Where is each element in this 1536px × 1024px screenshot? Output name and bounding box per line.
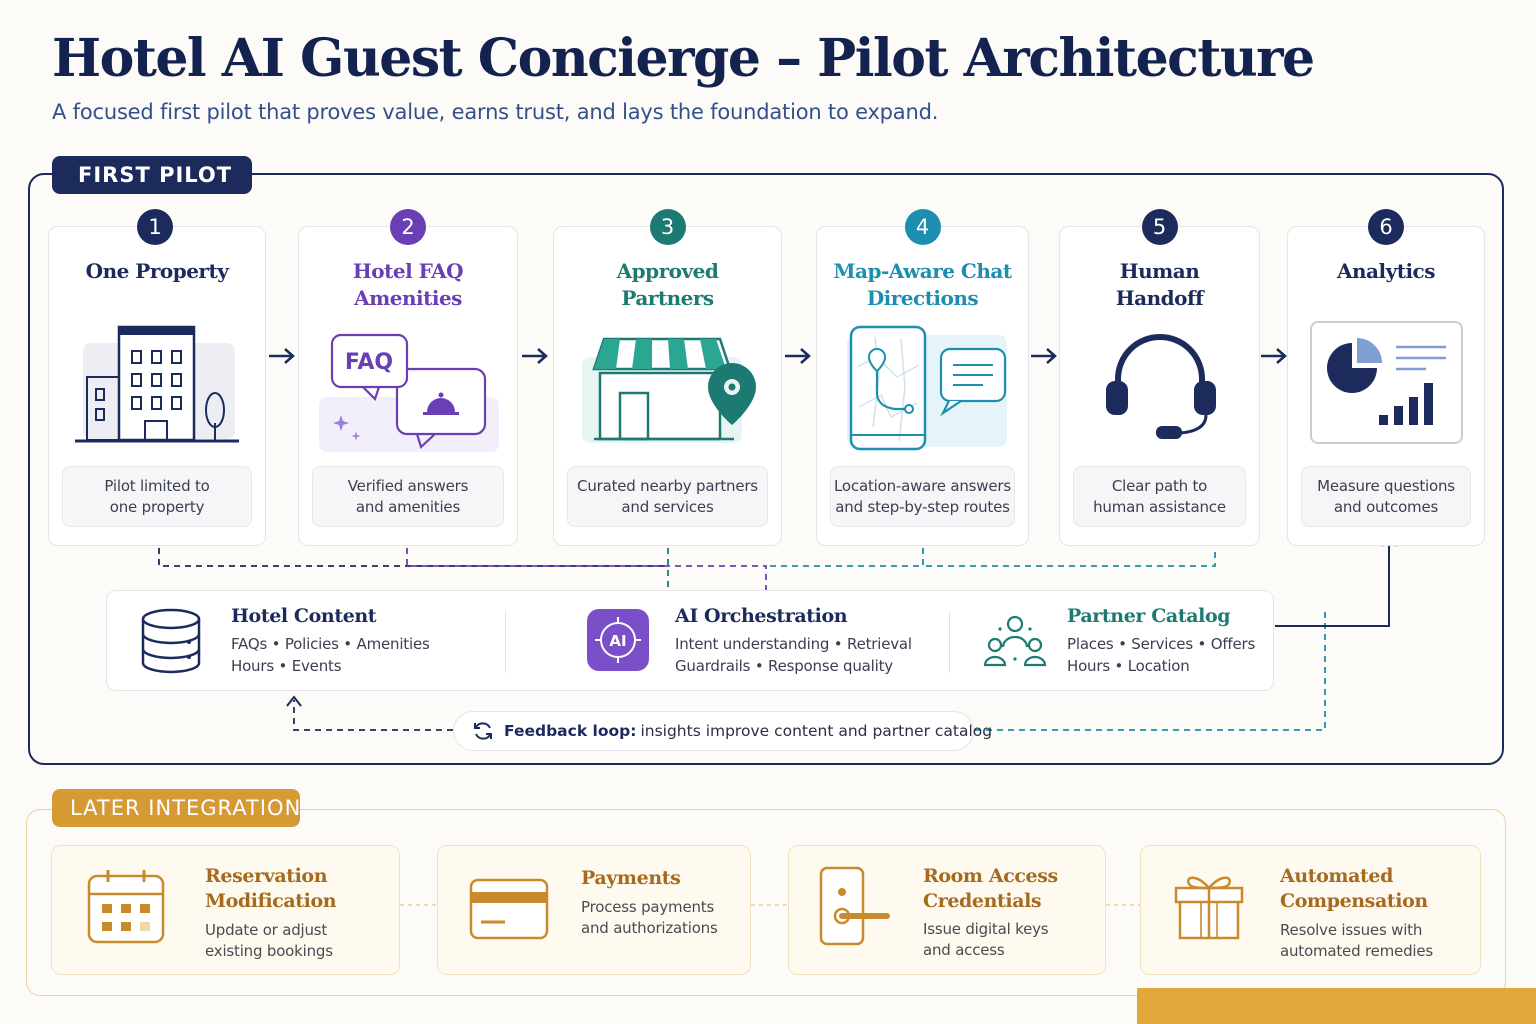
feedback-text: insights improve content and partner cat…: [640, 722, 993, 740]
flow-arrow-5: [1261, 348, 1287, 364]
feedback-loop-pill: Feedback loop: insights improve content …: [453, 711, 992, 751]
later-title-reservation: Reservation Modification: [205, 865, 337, 912]
later-desc-room-access: Issue digital keys and access: [923, 920, 1049, 959]
later-card-room-access: Room Access Credentials Issue digital ke…: [788, 845, 1106, 975]
foundation-line-hotel-content-1: FAQs • Policies • Amenities: [231, 635, 430, 653]
later-integration-section: [26, 809, 1506, 996]
later-title-room-access: Room Access Credentials: [923, 865, 1058, 912]
later-title-compensation: Automated Compensation: [1280, 865, 1428, 912]
step-number-3: 3: [649, 209, 686, 245]
step-title-6: Analytics: [1336, 259, 1436, 283]
step-desc-5: Clear path to human assistance: [1073, 466, 1246, 527]
headset-icon: [1106, 334, 1216, 439]
step-desc-3: Curated nearby partners and services: [567, 466, 768, 527]
foundation-title-partner-catalog: Partner Catalog: [1067, 605, 1231, 627]
step-number-2: 2: [390, 209, 426, 245]
credit-card-icon: [469, 878, 549, 940]
corner-accent: [1137, 988, 1536, 1024]
calendar-icon: [87, 870, 165, 944]
foundation-divider: [949, 611, 950, 673]
map-phone-icon: [847, 325, 1007, 451]
later-title-payments: Payments: [581, 867, 681, 889]
gift-icon: [1174, 876, 1244, 940]
flow-arrow-2: [522, 348, 548, 364]
step-desc-4: Location-aware answers and step-by-step …: [830, 466, 1015, 527]
page-title: Hotel AI Guest Concierge – Pilot Archite…: [52, 28, 1315, 89]
later-card-reservation: Reservation Modification Update or adjus…: [51, 845, 400, 975]
first-pilot-badge: FIRST PILOT: [52, 156, 252, 194]
step-number-6: 6: [1368, 209, 1404, 245]
later-desc-reservation: Update or adjust existing bookings: [205, 921, 333, 960]
foundation-title-hotel-content: Hotel Content: [231, 605, 377, 627]
step-number-1: 1: [137, 209, 173, 245]
step-desc-1: Pilot limited to one property: [62, 466, 252, 527]
step-title-4: Map-Aware Chat Directions: [833, 259, 1012, 310]
svg-text:FAQ: FAQ: [345, 350, 393, 375]
foundation-title-ai-orchestration: AI Orchestration: [675, 605, 848, 627]
feedback-label: Feedback loop:: [504, 722, 637, 740]
foundation-line-ai-orchestration-1: Intent understanding • Retrieval: [675, 635, 912, 653]
foundation-panel: Hotel Content FAQs • Policies • Amenitie…: [106, 590, 1274, 691]
later-integration-badge: LATER INTEGRATION: [52, 789, 300, 827]
foundation-divider: [505, 611, 506, 673]
step-title-3: Approved Partners: [616, 259, 719, 310]
partner-network-icon: [983, 615, 1047, 667]
step-desc-6: Measure questions and outcomes: [1301, 466, 1471, 527]
step-title-1: One Property: [85, 259, 229, 283]
step-title-5: Human Handoff: [1115, 259, 1204, 310]
step-title-2: Hotel FAQ Amenities: [352, 259, 464, 310]
step-number-4: 4: [904, 209, 941, 245]
page-subtitle: A focused first pilot that proves value,…: [52, 100, 939, 124]
svg-text:AI: AI: [609, 632, 626, 650]
flow-arrow-4: [1031, 348, 1057, 364]
flow-arrow-3: [785, 348, 811, 364]
later-desc-compensation: Resolve issues with automated remedies: [1280, 921, 1433, 960]
later-card-compensation: Automated Compensation Resolve issues wi…: [1140, 845, 1481, 975]
step-number-5: 5: [1141, 209, 1178, 245]
step-desc-2: Verified answers and amenities: [312, 466, 504, 527]
first-pilot-section: [28, 173, 1504, 765]
foundation-line-partner-catalog-2: Hours • Location: [1067, 657, 1190, 675]
foundation-line-hotel-content-2: Hours • Events: [231, 657, 342, 675]
hotel-building-icon: [75, 325, 239, 443]
foundation-line-partner-catalog-1: Places • Services • Offers: [1067, 635, 1256, 653]
faq-chat-icon: FAQ: [319, 333, 499, 452]
door-lock-icon: [819, 866, 890, 946]
partner-store-icon: [582, 337, 756, 443]
flow-arrow-1: [269, 348, 295, 364]
database-icon: [141, 608, 201, 674]
later-desc-payments: Process payments and authorizations: [581, 898, 718, 937]
later-card-payments: Payments Process payments and authorizat…: [437, 845, 751, 975]
analytics-chart-icon: [1310, 321, 1463, 444]
foundation-line-ai-orchestration-2: Guardrails • Response quality: [675, 657, 893, 675]
refresh-icon: [474, 722, 492, 740]
ai-chip-icon: AI: [587, 609, 649, 671]
